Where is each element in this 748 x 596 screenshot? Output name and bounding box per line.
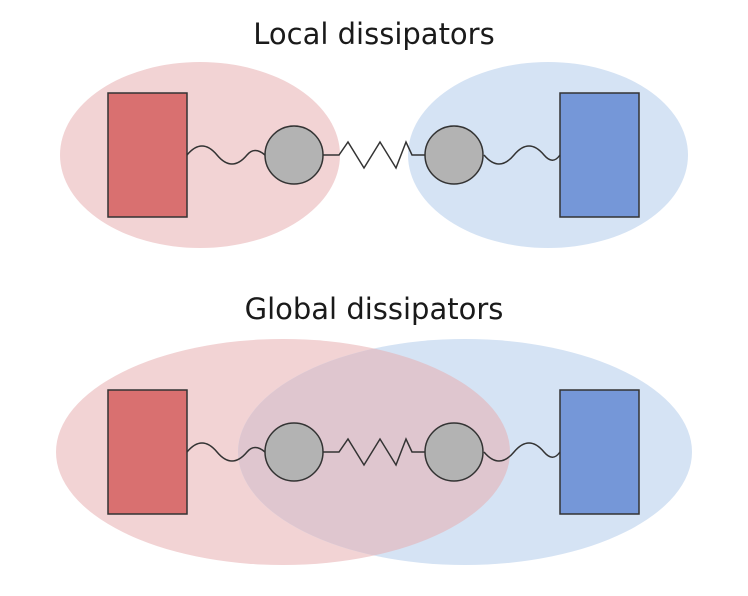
global-right-reservoir (559, 389, 640, 515)
global-left-oscillator (264, 422, 324, 482)
local-left-bath-link (186, 145, 266, 165)
global-right-oscillator (424, 422, 484, 482)
local-right-oscillator (424, 125, 484, 185)
global-spring (323, 437, 425, 467)
global-dissipators-title: Global dissipators (244, 292, 504, 326)
local-right-reservoir (559, 92, 640, 218)
global-panel (56, 339, 692, 565)
local-left-oscillator (264, 125, 324, 185)
local-panel (60, 62, 688, 248)
global-right-bath-link (483, 442, 561, 462)
global-left-reservoir (107, 389, 188, 515)
local-right-bath-link (483, 145, 561, 165)
local-dissipators-title: Local dissipators (253, 17, 495, 51)
global-left-bath-link (186, 442, 266, 462)
local-spring (323, 140, 425, 170)
local-left-reservoir (107, 92, 188, 218)
